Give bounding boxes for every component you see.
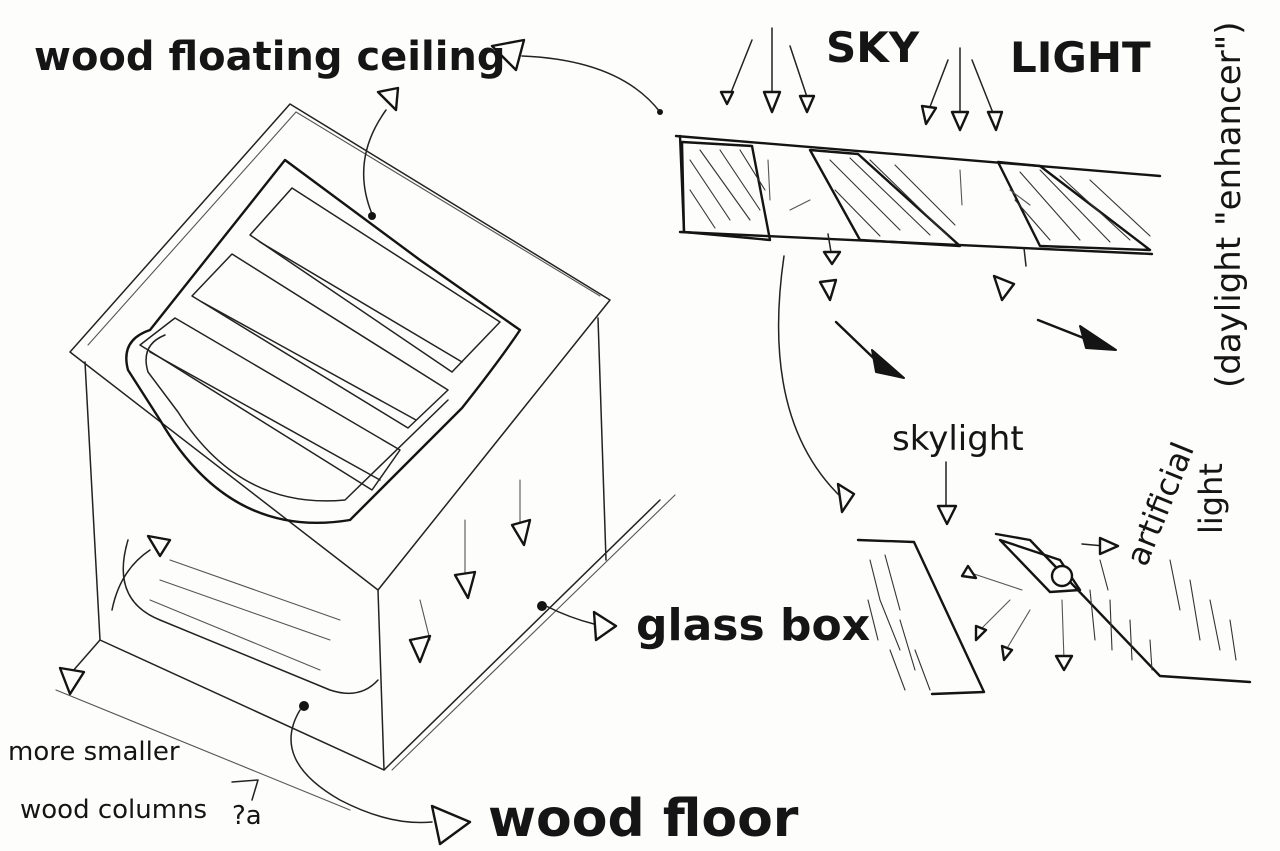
label-more-smaller: more smaller — [8, 737, 180, 767]
label-light: LIGHT — [1010, 33, 1151, 82]
glass-box-drawing — [55, 103, 676, 811]
label-light-vertical: light — [1192, 463, 1230, 534]
skylight-hatching — [689, 149, 1151, 243]
label-sky: SKY — [826, 23, 920, 72]
skylight-section-drawing — [674, 27, 1162, 514]
label-artificial: artificial — [1118, 437, 1202, 571]
label-wood-floor: wood floor — [488, 789, 799, 849]
skylight-detail-drawing — [856, 461, 1252, 696]
label-wood-columns: wood columns — [20, 795, 207, 825]
column-markers — [408, 479, 532, 664]
label-glass-box: glass box — [636, 600, 870, 651]
label-skylight: skylight — [892, 419, 1024, 459]
pointer-arrows — [58, 38, 663, 846]
label-wood-floating-ceiling: wood floating ceiling — [34, 34, 506, 80]
ceiling-slats — [139, 187, 501, 491]
label-question-mark: ?a — [232, 801, 262, 831]
sun-rays — [719, 27, 1004, 132]
label-daylight-enhancer: (daylight "enhancer") — [1209, 22, 1249, 389]
